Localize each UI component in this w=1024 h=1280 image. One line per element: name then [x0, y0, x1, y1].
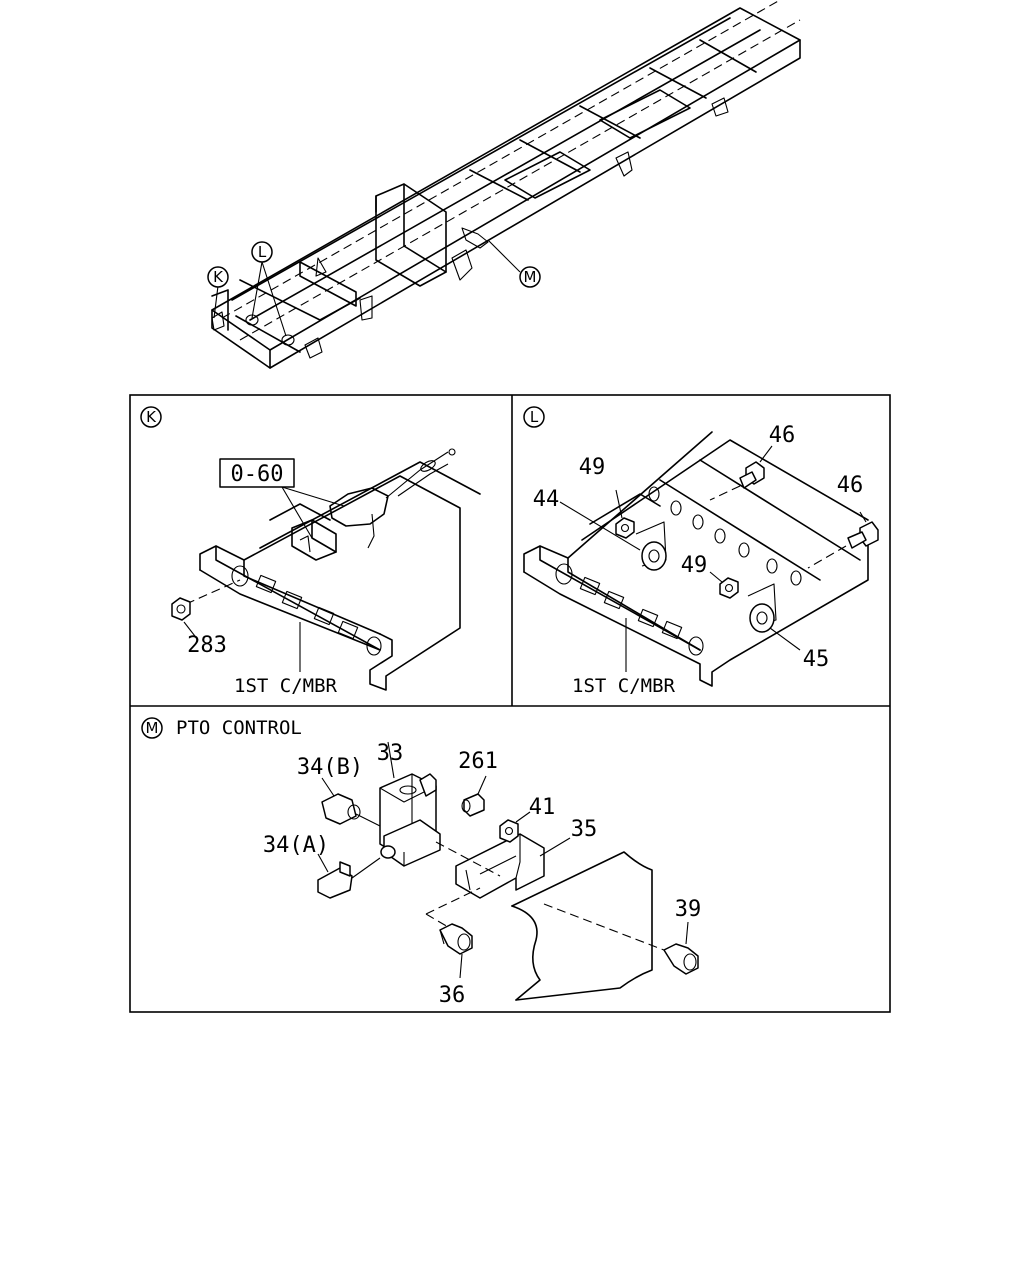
panel-l: L 46 46: [523, 406, 879, 697]
part-41-label: 41: [529, 795, 556, 820]
part-261-label: 261: [458, 749, 498, 774]
chassis-overview: K L M: [207, 0, 801, 369]
panel-k: K 283 0-60: [140, 406, 481, 697]
panel-frames: [129, 394, 891, 1013]
panel-l-member-caption: 1ST C/MBR: [572, 675, 676, 697]
part-36-label: 36: [439, 983, 466, 1008]
part-39-label: 39: [675, 897, 702, 922]
part-34b-label: 34(B): [297, 755, 363, 780]
callout-k: K: [213, 268, 224, 286]
part-46-upper-label: 46: [769, 423, 796, 448]
panel-l-marker: L: [530, 408, 539, 426]
ref-box-label: 0-60: [231, 462, 284, 487]
part-44-label: 44: [533, 487, 560, 512]
part-46-right-label: 46: [837, 473, 864, 498]
callout-m: M: [524, 268, 537, 286]
part-33-label: 33: [377, 741, 404, 766]
panel-m: M PTO CONTROL 35 41 33: [141, 717, 702, 1008]
panel-m-marker: M: [146, 719, 159, 737]
part-49-upper-label: 49: [579, 455, 606, 480]
part-45-label: 45: [803, 647, 830, 672]
panel-k-marker: K: [146, 408, 157, 426]
panel-m-title: PTO CONTROL: [176, 717, 302, 739]
part-283-label: 283: [187, 633, 227, 658]
part-34a-label: 34(A): [263, 833, 329, 858]
part-49-lower-label: 49: [681, 553, 708, 578]
part-35-label: 35: [571, 817, 598, 842]
callout-l: L: [258, 243, 267, 261]
panel-k-member-caption: 1ST C/MBR: [234, 675, 338, 697]
